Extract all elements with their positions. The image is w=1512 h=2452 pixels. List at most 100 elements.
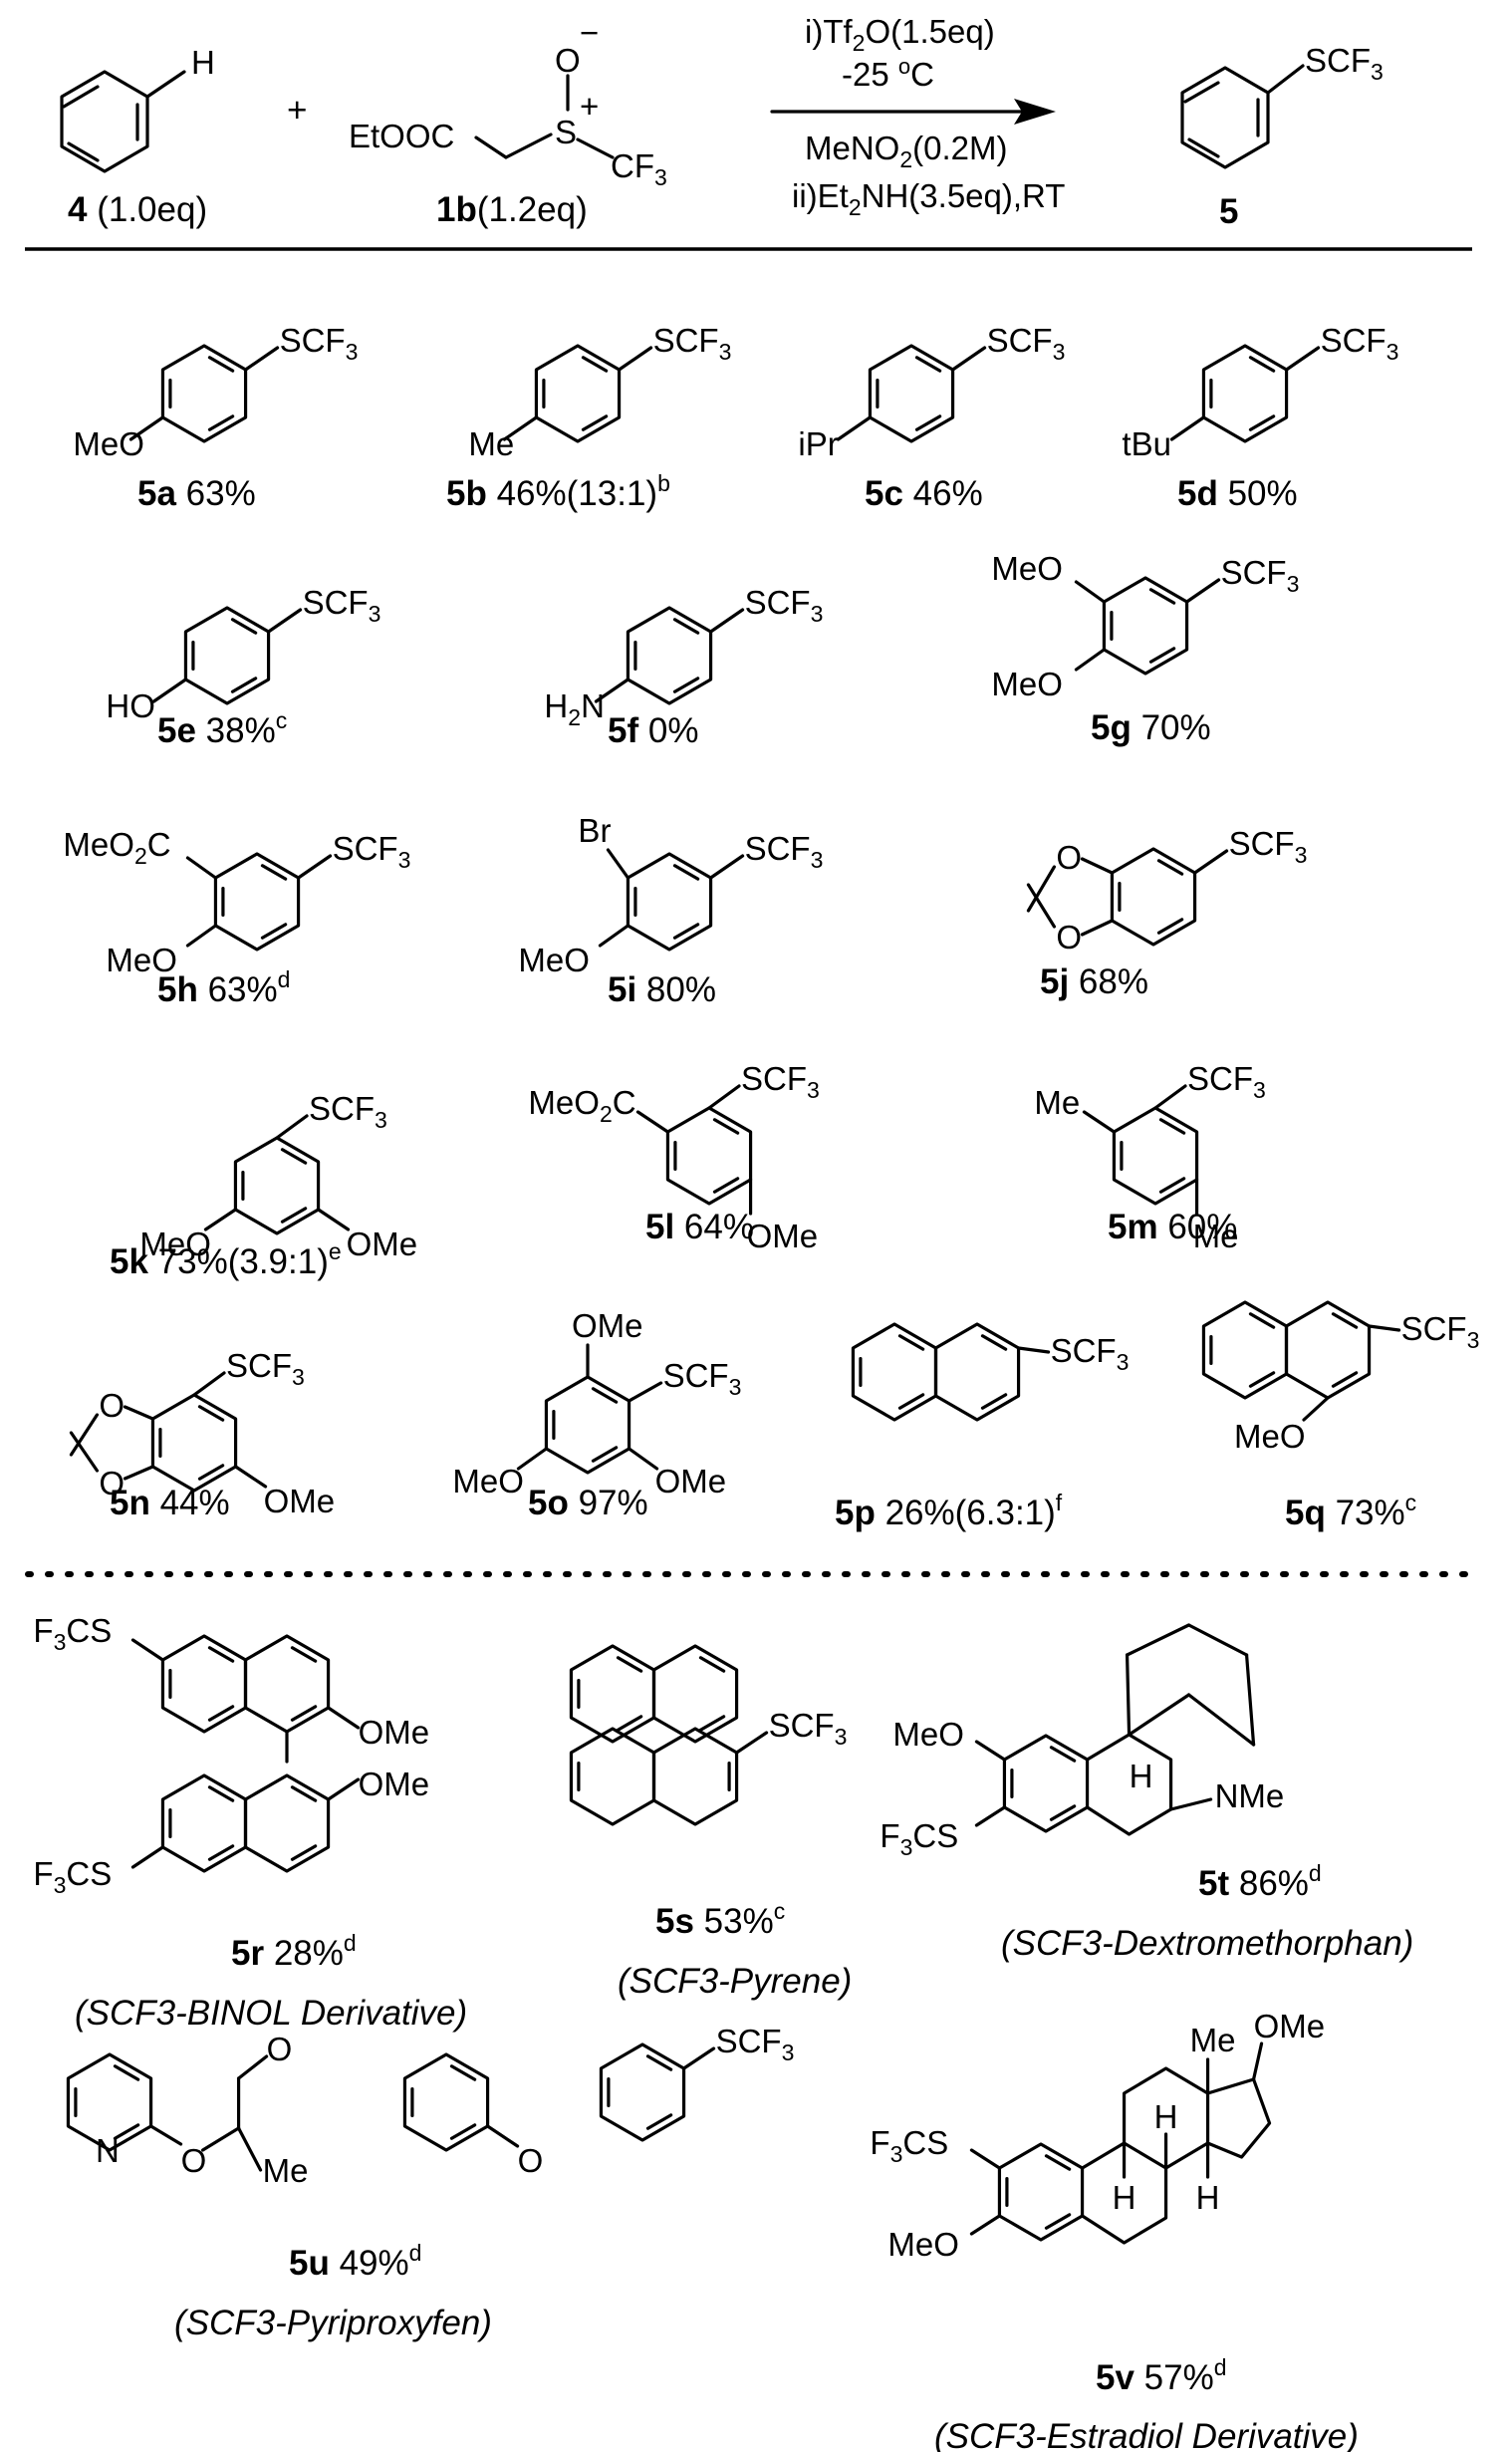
scf3-bond <box>192 1371 226 1397</box>
dioxole-bond <box>123 1465 155 1481</box>
dioxole-ch2 <box>1026 883 1057 929</box>
substituent-bond <box>1169 415 1206 441</box>
binol-ring-2 <box>243 1634 331 1734</box>
binol-ring-3 <box>243 1773 331 1873</box>
double-bond-line <box>1248 414 1276 431</box>
benzene-ring-5f <box>626 606 713 705</box>
reagent-cf3-label: CF3 <box>611 147 667 190</box>
substituent-5r: F3CS <box>33 1855 112 1898</box>
substituent-bond <box>635 1110 670 1134</box>
benzene-ring-5l <box>665 1106 753 1206</box>
double-bond-line <box>698 1656 726 1673</box>
dextro-ring-b <box>1085 1733 1173 1836</box>
sulfur-label: S <box>555 114 577 150</box>
chain-bond <box>200 2126 241 2152</box>
naphthalene-ring-b-5p <box>933 1322 1021 1422</box>
substituent-bond <box>1074 648 1107 672</box>
double-bond-line <box>260 923 288 940</box>
scf3-bond <box>266 608 303 634</box>
scf3-label: SCF3 <box>333 830 411 873</box>
phenoxy-ring-1 <box>402 2052 490 2152</box>
benzene-ring-5c <box>868 344 955 443</box>
substituent-bond <box>128 415 165 441</box>
double-bond-line <box>197 1464 225 1481</box>
double-bond-line <box>230 677 258 693</box>
substituent-bond <box>130 1638 165 1662</box>
name-5u: (SCF3-Pyriproxyfen) <box>174 2304 492 2342</box>
pyridine-n: N <box>96 2132 120 2169</box>
ether-o: O <box>181 2142 207 2179</box>
dextro-n-bond <box>1168 1797 1213 1811</box>
oxide-charge: − <box>580 14 599 51</box>
double-bond-line <box>980 1334 1008 1351</box>
dioxole-o: O <box>99 1387 125 1424</box>
double-bond-line <box>645 2054 673 2071</box>
caption-5s: 5s 53%c <box>655 1898 785 1941</box>
scf3-bond <box>1367 1324 1401 1332</box>
substituent-5q: MeO <box>1234 1418 1306 1455</box>
dextro-bridge <box>1125 1623 1191 1657</box>
scf3-label: SCF3 <box>280 322 359 365</box>
oxide-label: O <box>555 42 581 79</box>
double-bond-line <box>1248 1371 1276 1388</box>
plus-sign: + <box>287 91 307 130</box>
scf3-label: SCF3 <box>769 1707 848 1750</box>
reagent-caption: 1b(1.2eq) <box>436 190 588 229</box>
caption-5c: 5c 46% <box>865 474 983 513</box>
double-bond-line <box>914 414 942 431</box>
double-bond-line <box>616 1656 643 1673</box>
double-bond-line <box>1148 647 1176 664</box>
caption-5k: 5k 73%(3.9:1)e <box>110 1238 342 1281</box>
substituent-bond <box>326 1706 361 1730</box>
stereo-h: H <box>1196 2179 1220 2216</box>
ester-label: EtOOC <box>349 118 454 154</box>
substituent-bond <box>1074 580 1107 604</box>
stereo-h: H <box>1154 2098 1178 2135</box>
naphthalene-ring-a-5p <box>851 1322 938 1422</box>
substituent-bond <box>594 678 630 703</box>
scf3-label: SCF3 <box>987 322 1066 365</box>
caption-5t: 5t 86%d <box>1198 1860 1322 1903</box>
caption-5l: 5l 64% <box>645 1208 754 1246</box>
benzene-ring-5j <box>1110 847 1197 947</box>
double-bond-line <box>712 1177 740 1194</box>
substituent-5i: MeO <box>518 942 590 978</box>
binol-ring-1 <box>160 1634 248 1734</box>
estradiol-ring-d <box>1205 2077 1272 2159</box>
dextro-bridge <box>1125 1653 1132 1737</box>
substituent-5m: Me <box>1034 1084 1080 1121</box>
substituent-5k: MeO <box>139 1226 211 1262</box>
scf3-bond <box>296 854 333 880</box>
ether-o: O <box>518 2142 544 2179</box>
substituent-5h: MeO <box>106 942 177 978</box>
substituent-5g: MeO <box>991 666 1063 702</box>
scf3-label: SCF3 <box>741 1060 820 1103</box>
double-bond-line <box>1049 1746 1077 1763</box>
double-bond-line <box>591 1446 619 1463</box>
substituent-5o: OMe <box>572 1307 643 1344</box>
scf3-bond <box>708 854 745 880</box>
double-bond-line <box>230 618 258 635</box>
scf3-label: SCF3 <box>1401 1310 1480 1353</box>
substituent-bond <box>326 1777 361 1801</box>
scf3-bond <box>1284 346 1321 372</box>
caption-5o: 5o 97% <box>528 1484 648 1522</box>
double-bond-line <box>1331 1312 1359 1329</box>
scf3-bond <box>1192 849 1229 875</box>
dextro-bridge <box>1186 1623 1249 1657</box>
dioxole-o: O <box>99 1465 125 1501</box>
condition-3: MeNO2(0.2M) <box>805 130 1007 172</box>
double-bond-line <box>616 1715 643 1732</box>
substituent-5b: Me <box>468 425 514 462</box>
chain-bond <box>236 2126 263 2172</box>
pyridine-ring <box>66 2052 153 2152</box>
double-bond-line <box>290 1844 318 1861</box>
double-bond-line <box>672 618 700 635</box>
ether-o: O <box>267 2031 293 2067</box>
dextro-ring-a <box>1002 1734 1090 1833</box>
double-bond-line <box>1049 1804 1077 1821</box>
double-bond-line <box>672 677 700 693</box>
double-bond-line <box>1248 1312 1276 1329</box>
substituent-5o: OMe <box>655 1463 727 1499</box>
